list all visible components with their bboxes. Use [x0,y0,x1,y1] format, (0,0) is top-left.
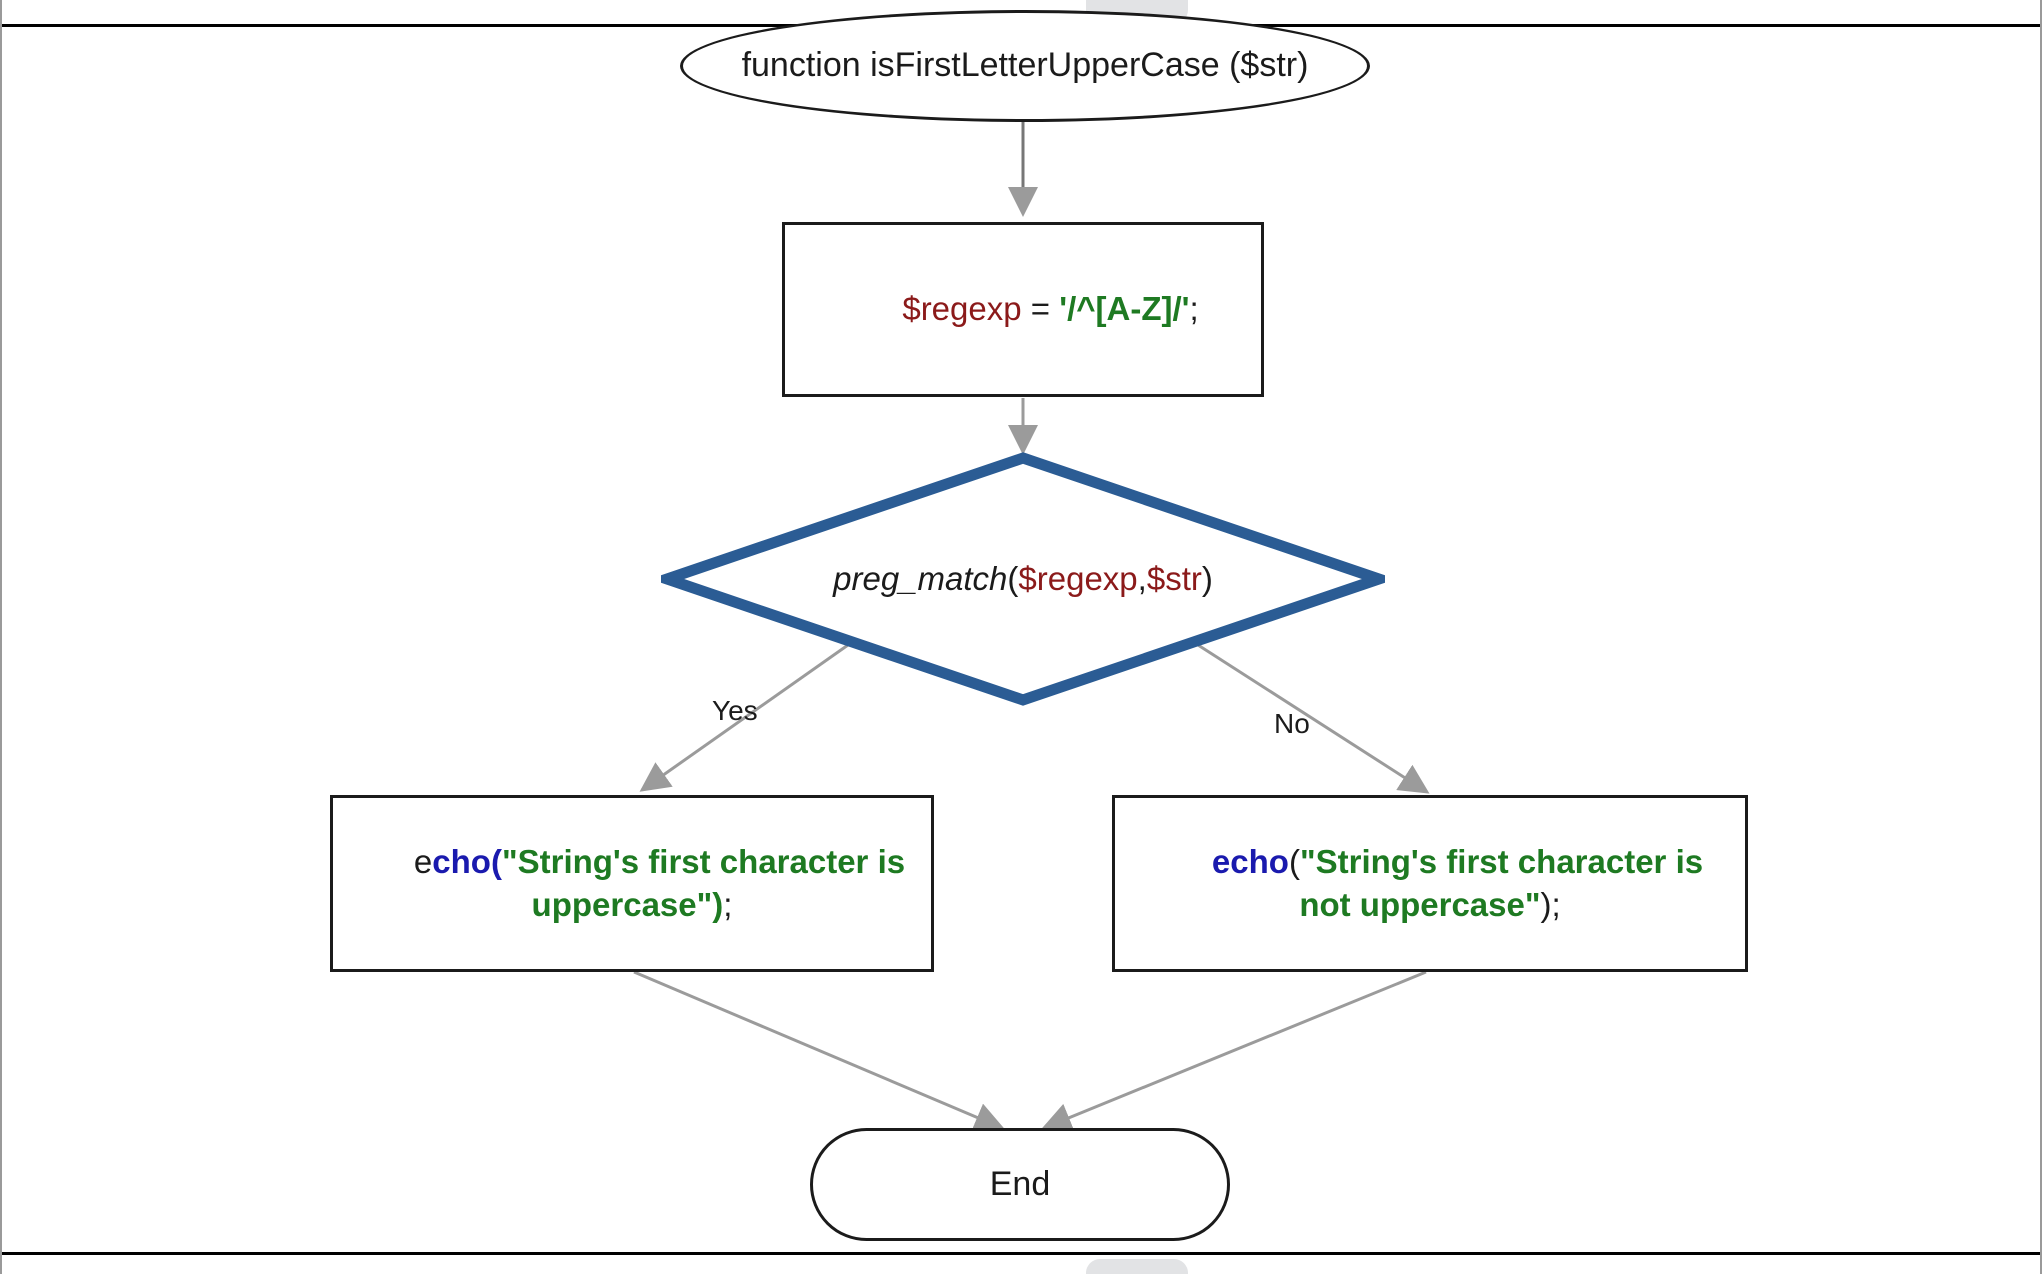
node-end[interactable]: End [810,1128,1230,1241]
token-arg-str: $str [1146,560,1202,597]
edge-label-no: No [1274,708,1310,739]
node-assign-label: $regexp = '/^[A-Z]/'; [823,246,1222,373]
edge-label-yes: Yes [712,695,758,726]
node-start[interactable]: function isFirstLetterUpperCase ($str) [680,10,1370,122]
node-echo-yes-label: echo("String's first character is upperc… [333,799,931,968]
token-arg-regexp: $regexp [1018,560,1138,597]
node-decision-label: preg_match($regexp, $str) [661,452,1385,706]
node-start-label: function isFirstLetterUpperCase ($str) [741,46,1309,85]
token-regex: '/^[A-Z]/' [1059,290,1190,328]
token-function: preg_match [833,560,1008,597]
token-echo-e: e [413,843,433,881]
token-paren-close: ) [1201,560,1213,597]
edge-echo-no-to-end [1041,970,1427,1132]
node-echo-no[interactable]: echo("String's first character is not up… [1112,795,1748,972]
token-echo-string: "String's first character is uppercase") [501,843,915,923]
token-echo-kw: echo [1211,843,1289,881]
token-echo-kw: cho( [432,843,502,881]
clipped-node-stub-bottom [1086,1259,1188,1274]
edge-echo-yes-to-end [633,970,1005,1132]
node-decision[interactable]: preg_match($regexp, $str) [661,452,1385,706]
token-echo-string: "String's first character is not upperca… [1299,843,1713,923]
token-comma: , [1137,560,1147,597]
node-assign[interactable]: $regexp = '/^[A-Z]/'; [782,222,1264,397]
token-echo-semi: ; [723,885,733,923]
token-variable: $regexp [902,290,1022,328]
token-semicolon: ; [1189,290,1199,328]
token-operator: = [1021,290,1060,328]
token-paren-close: ); [1540,885,1561,923]
token-paren-open: ( [1288,843,1300,881]
node-end-label: End [989,1164,1051,1203]
token-paren-open: ( [1007,560,1019,597]
decision-diamond-shape [661,452,1385,706]
node-echo-no-label: echo("String's first character is not up… [1115,799,1745,968]
node-echo-yes[interactable]: echo("String's first character is upperc… [330,795,934,972]
frame-rule-bottom [2,1252,2040,1255]
